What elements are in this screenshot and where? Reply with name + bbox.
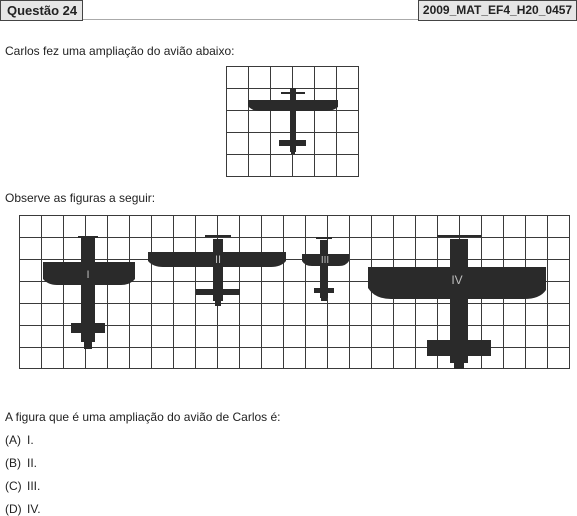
original-airplane: [248, 88, 338, 154]
question-number-box: Questão 24: [0, 0, 83, 21]
item-code: 2009_MAT_EF4_H20_0457: [422, 3, 573, 17]
option-a-letter: (A): [5, 433, 21, 447]
option-d-letter: (D): [5, 502, 22, 516]
option-c[interactable]: (C) III.: [5, 479, 40, 493]
airplane-iv-label: IV: [451, 273, 462, 287]
airplane-ii-label: II: [215, 254, 221, 266]
question-text: A figura que é uma ampliação do avião de…: [5, 410, 281, 424]
large-grid-lines: [19, 215, 570, 369]
option-b-letter: (B): [5, 456, 21, 470]
option-b[interactable]: (B) II.: [5, 456, 37, 470]
option-a-text: I.: [27, 433, 34, 447]
airplane-i-label: I: [86, 269, 89, 281]
airplane-i: [43, 236, 135, 349]
option-a[interactable]: (A) I.: [5, 433, 34, 447]
option-c-letter: (C): [5, 479, 22, 493]
options-airplane-grid: I II III IV: [19, 215, 570, 369]
option-d-text: IV.: [27, 502, 41, 516]
question-number: Questão 24: [7, 3, 78, 18]
option-b-text: II.: [27, 456, 38, 470]
airplane-iii: [302, 237, 349, 301]
intro-text: Carlos fez uma ampliação do avião abaixo…: [5, 44, 235, 58]
option-c-text: III.: [27, 479, 41, 493]
observe-text: Observe as figuras a seguir:: [5, 191, 156, 205]
airplane-iv: [368, 235, 546, 369]
header-rule: [83, 19, 418, 20]
airplane-iii-label: III: [321, 255, 329, 266]
item-code-box: 2009_MAT_EF4_H20_0457: [418, 0, 577, 21]
original-airplane-grid: [226, 66, 359, 177]
option-d[interactable]: (D) IV.: [5, 502, 41, 516]
airplane-ii: [148, 235, 286, 306]
small-grid-lines: [226, 66, 359, 177]
